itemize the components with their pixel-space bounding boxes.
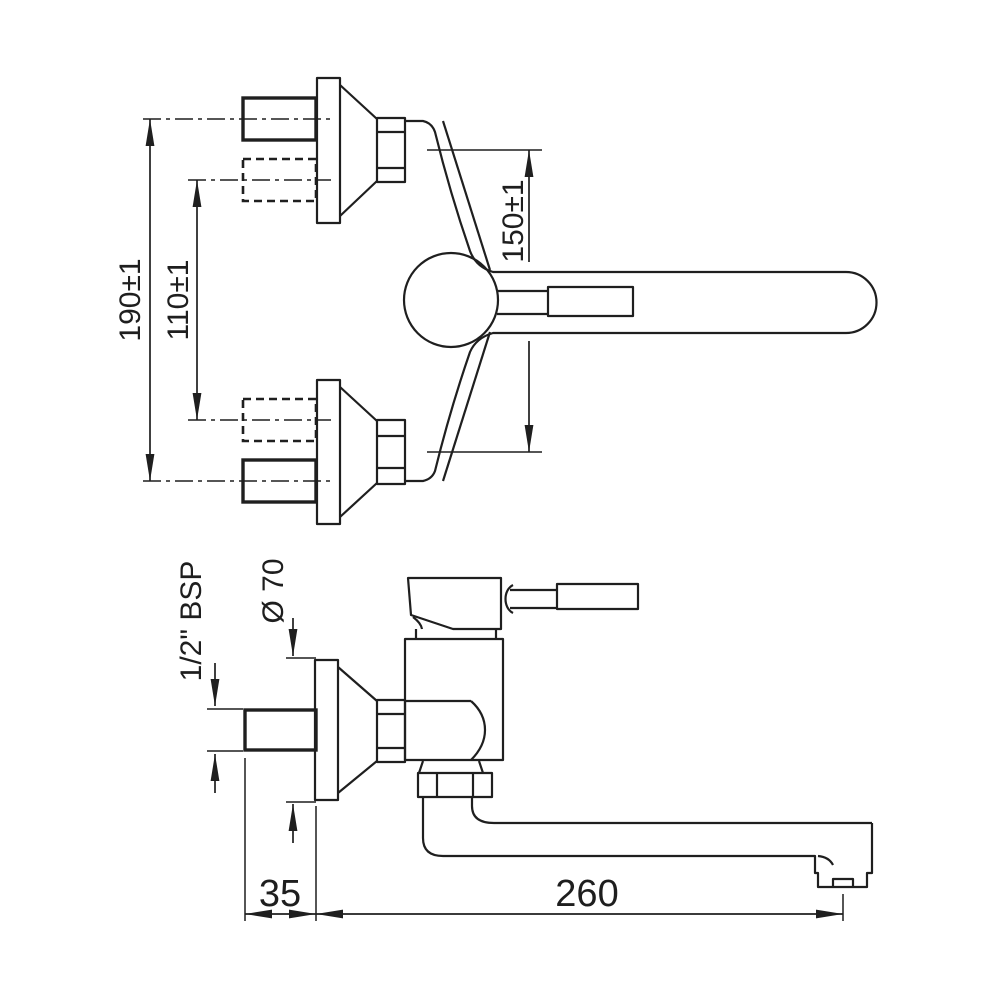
spout-outline	[421, 797, 874, 889]
cartridge-cap	[406, 576, 503, 631]
dim-ticks-bsp	[207, 708, 243, 752]
lever-rod-side	[510, 588, 557, 610]
spout-nut	[416, 771, 494, 799]
lever-grip-side	[555, 582, 640, 611]
dim-text-260: 260	[555, 873, 618, 915]
mixer-body-outline	[405, 119, 878, 483]
spout-inner-edge	[470, 797, 872, 825]
lever-socket-arc	[504, 584, 514, 614]
valve-body	[403, 637, 505, 762]
ext-lines-bottom	[244, 758, 844, 921]
cap-neck	[414, 629, 498, 639]
body-inner-edge-top	[441, 120, 492, 271]
cartridge-dome-circle	[402, 251, 500, 349]
dimensions-side: 1/2" BSP Ø 70 35 260	[175, 558, 844, 921]
lever-grip-plan	[546, 285, 635, 318]
flange-cone-top	[339, 84, 378, 217]
side-view: 1/2" BSP Ø 70 35 260	[175, 558, 874, 921]
inlet-boss-arc	[470, 700, 487, 761]
spout-nut-chamfers	[417, 760, 485, 774]
dim-text-190: 190±1	[114, 258, 147, 341]
wall-flange-plate-top	[315, 76, 342, 225]
wall-flange-plate-bottom	[315, 378, 342, 526]
hex-nut-bottom	[375, 418, 407, 486]
aerator	[831, 877, 855, 887]
hex-nut-side	[375, 698, 407, 764]
dim-text-dia: Ø 70	[257, 558, 290, 623]
dim-text-bsp: 1/2" BSP	[175, 561, 208, 682]
hex-nut-top	[375, 116, 407, 184]
wall-flange-plate-side	[313, 658, 340, 802]
flange-cone-bottom	[339, 386, 378, 518]
plan-view: 190±1 110±1 150±1	[114, 76, 878, 526]
spout-bend-detail	[817, 854, 834, 866]
dim-ticks-dia	[286, 657, 316, 803]
wall-pipe-side	[243, 708, 318, 752]
dim-text-110: 110±1	[162, 260, 195, 341]
dim-text-35: 35	[259, 873, 301, 915]
cap-dome-arc	[412, 616, 424, 630]
dim-text-150: 150±1	[497, 179, 530, 262]
body-inner-edge-bottom	[441, 331, 492, 482]
flange-cone-side	[337, 666, 378, 794]
ext-lines-150	[427, 149, 542, 453]
lever-rod-plan	[497, 289, 548, 316]
dimensions-plan: 190±1 110±1 150±1	[114, 119, 542, 481]
